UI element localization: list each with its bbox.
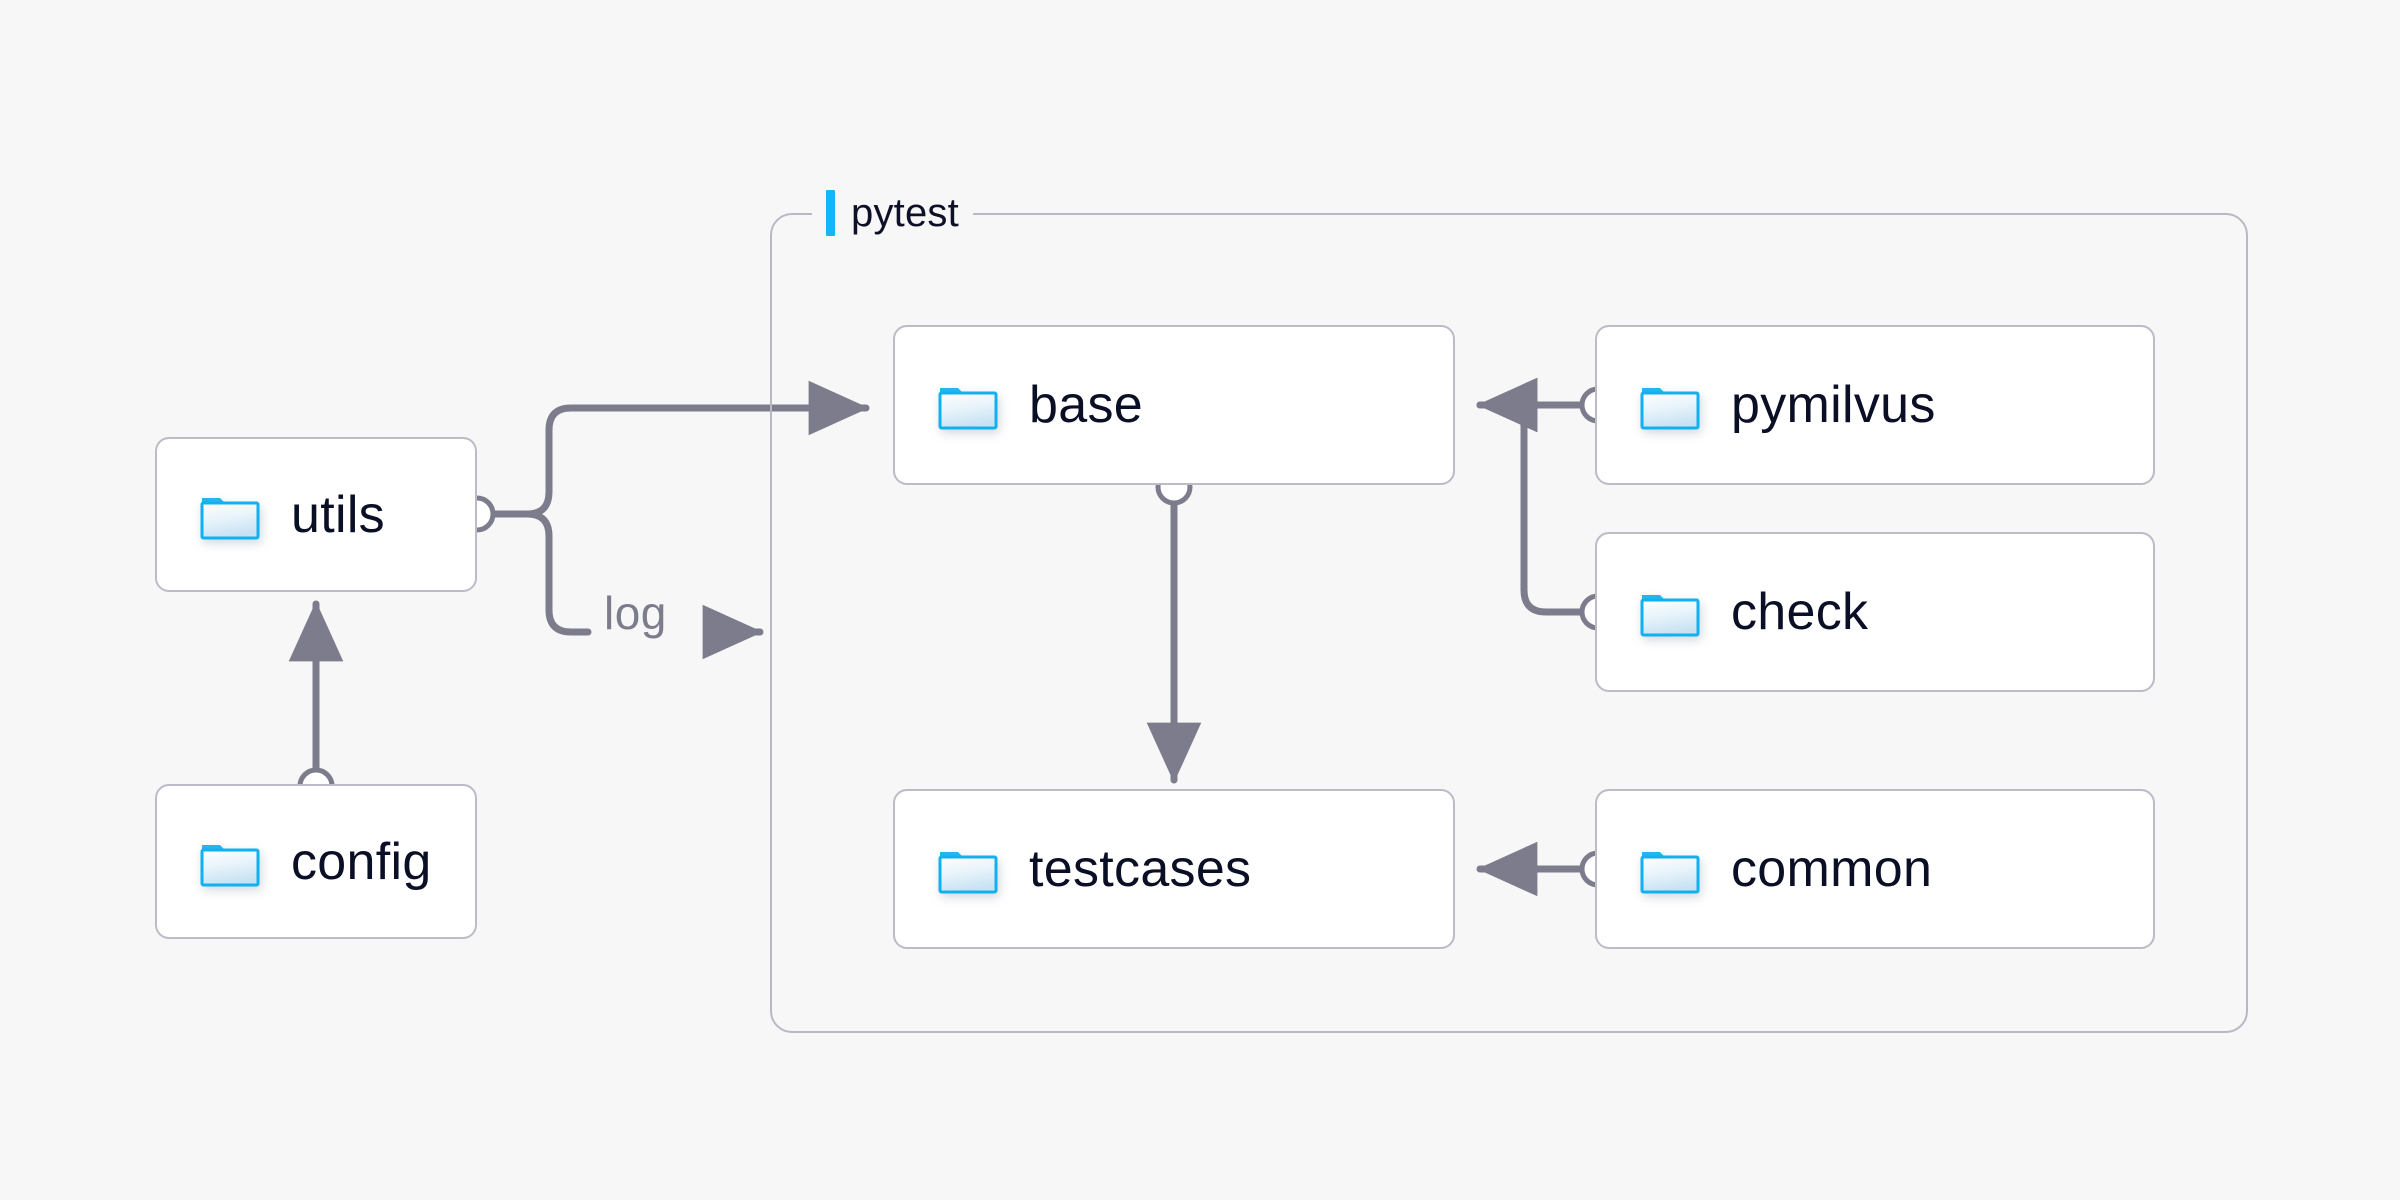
pytest-group-label: pytest [812, 186, 973, 240]
node-label: pymilvus [1731, 376, 1936, 434]
node-label: common [1731, 840, 1933, 898]
node-label: base [1029, 376, 1143, 434]
accent-bar-icon [826, 190, 835, 236]
node-label: testcases [1029, 840, 1252, 898]
folder-icon [199, 836, 261, 888]
edge-utils-to-log [489, 510, 592, 636]
folder-icon [1639, 379, 1701, 431]
node-base[interactable]: base [893, 325, 1455, 485]
folder-icon [937, 843, 999, 895]
folder-icon [937, 379, 999, 431]
node-check[interactable]: check [1595, 532, 2155, 692]
folder-icon [1639, 586, 1701, 638]
node-label: utils [291, 485, 385, 544]
group-title: pytest [851, 190, 959, 235]
pytest-group-container [770, 213, 2248, 1033]
node-testcases[interactable]: testcases [893, 789, 1455, 949]
node-utils[interactable]: utils [155, 437, 477, 592]
folder-icon [199, 489, 261, 541]
edge-label-log: log [604, 587, 667, 639]
node-label: config [291, 832, 432, 891]
folder-icon [1639, 843, 1701, 895]
node-pymilvus[interactable]: pymilvus [1595, 325, 2155, 485]
node-label: check [1731, 583, 1869, 641]
node-common[interactable]: common [1595, 789, 2155, 949]
edge-check-to-base [1476, 377, 1586, 616]
node-config[interactable]: config [155, 784, 477, 939]
